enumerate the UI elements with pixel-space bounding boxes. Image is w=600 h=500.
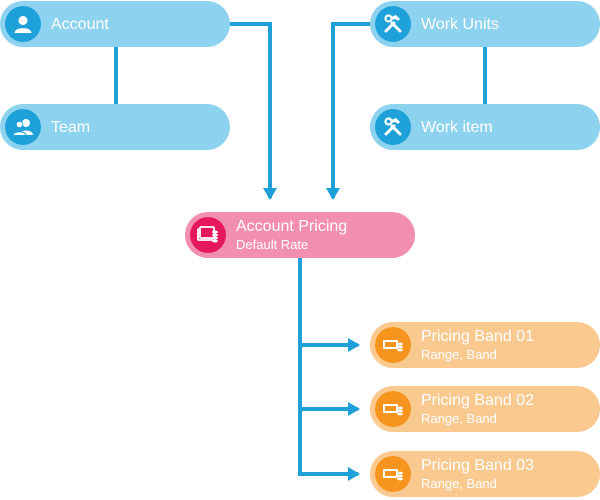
node-pricing-band-02[interactable]: Pricing Band 02 Range, Band (370, 386, 600, 432)
cash-coins-icon (375, 456, 411, 492)
node-account[interactable]: Account (0, 1, 230, 47)
user-icon (5, 6, 41, 42)
tools-icon (375, 6, 411, 42)
node-subtitle: Range, Band (421, 347, 497, 362)
pricing-icon (190, 217, 226, 253)
tools-icon (375, 109, 411, 145)
node-pricing-band-01[interactable]: Pricing Band 01 Range, Band (370, 322, 600, 368)
cash-coins-icon (375, 391, 411, 427)
connector-account-pricing (230, 22, 277, 200)
node-title: Account (51, 15, 109, 33)
node-title: Pricing Band 02 (421, 392, 534, 409)
node-work-item[interactable]: Work item (370, 104, 600, 150)
node-team[interactable]: Team (0, 104, 230, 150)
node-title: Work item (421, 118, 493, 136)
node-title: Work Units (421, 15, 499, 33)
node-title: Account Pricing (236, 218, 348, 235)
connector-workunits-pricing (326, 22, 370, 200)
node-subtitle: Range, Band (421, 476, 497, 491)
node-subtitle: Default Rate (236, 237, 309, 252)
node-account-pricing[interactable]: Account Pricing Default Rate (185, 212, 415, 258)
node-title: Pricing Band 03 (421, 457, 534, 474)
node-title: Pricing Band 01 (421, 328, 534, 345)
users-icon (5, 109, 41, 145)
node-pricing-band-03[interactable]: Pricing Band 03 Range, Band (370, 451, 600, 497)
node-subtitle: Range, Band (421, 411, 497, 426)
node-title: Team (51, 118, 91, 136)
node-work-units[interactable]: Work Units (370, 1, 600, 47)
cash-coins-icon (375, 327, 411, 363)
